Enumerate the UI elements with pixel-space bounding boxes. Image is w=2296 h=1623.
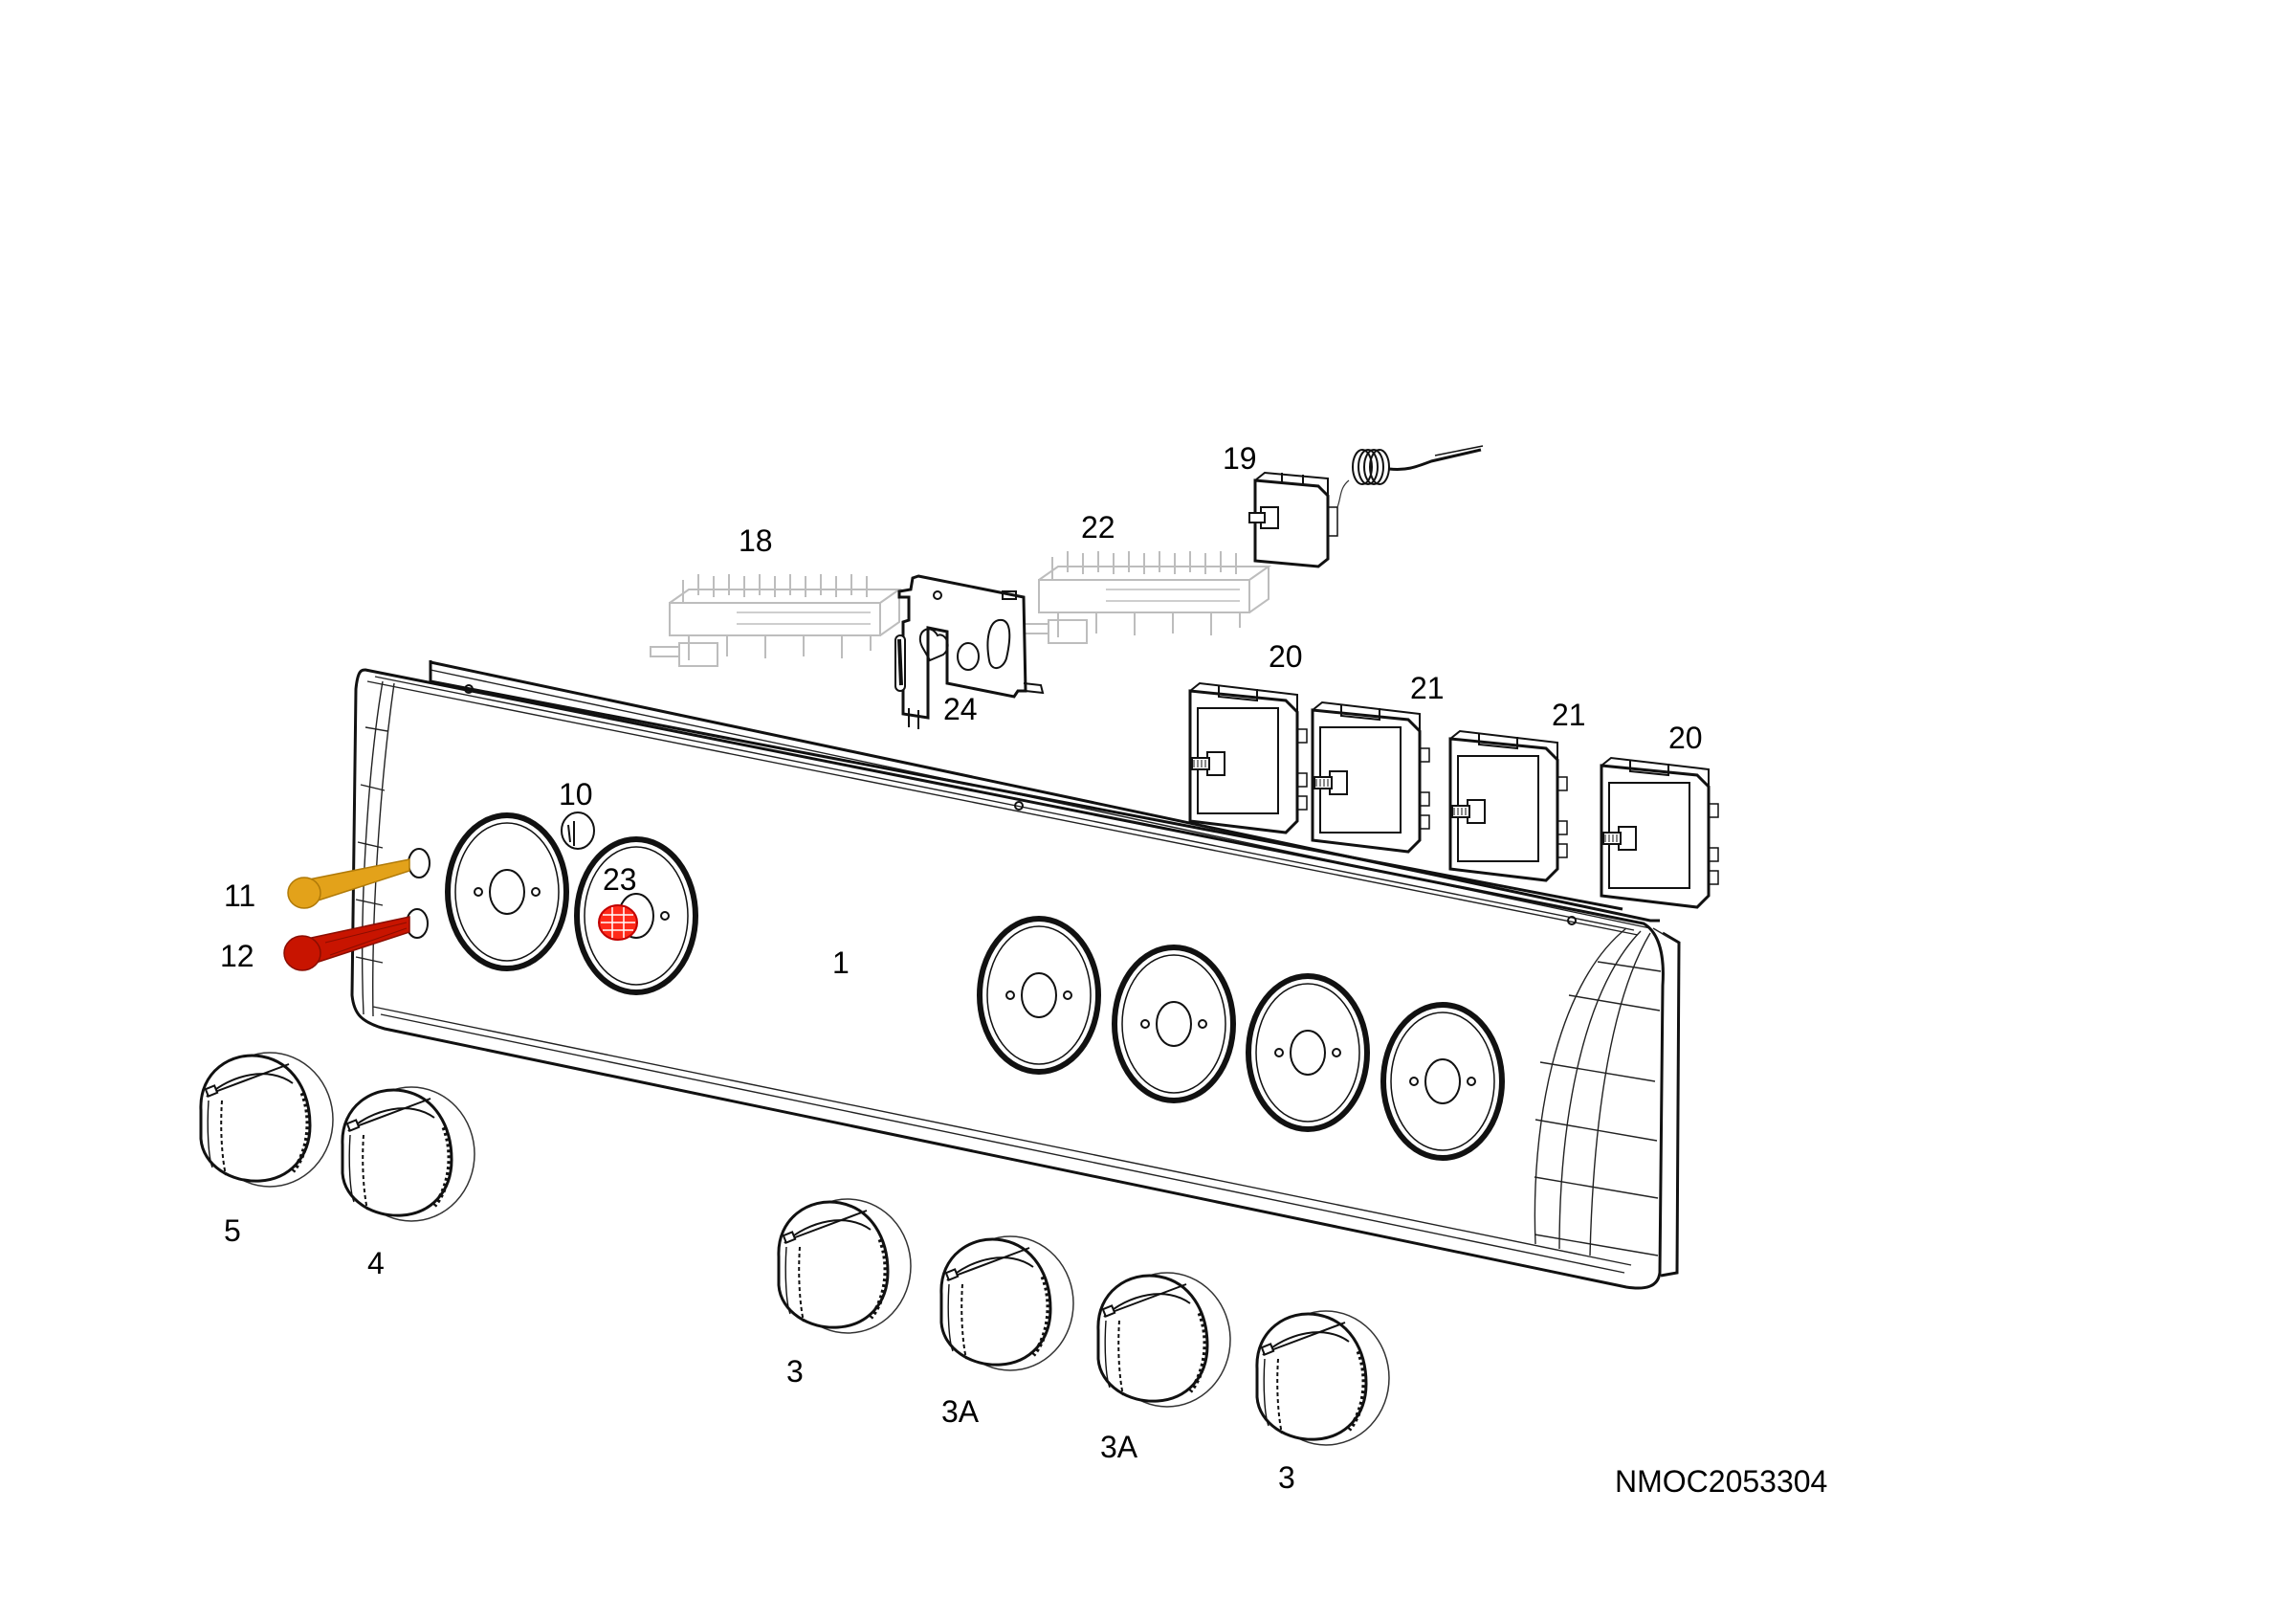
control-hole-right-2 [1115,947,1233,1101]
label-part-3A-left: 3A [941,1394,980,1429]
control-hole-right-3 [1248,976,1367,1129]
panel-right-mesh [1534,927,1662,1256]
label-part-21-right: 21 [1552,698,1586,732]
knob-part-3-right [1257,1311,1389,1445]
label-part-1: 1 [832,945,850,980]
label-part-5: 5 [224,1213,241,1248]
part-23-grommet [598,904,638,941]
label-part-24: 24 [943,692,978,726]
part-19-thermostat [1248,445,1484,568]
switch-part-22 [1019,550,1269,644]
label-part-22: 22 [1081,510,1115,545]
label-part-18: 18 [739,523,773,558]
lamp-hole-upper [408,848,430,878]
knob-part-4 [342,1087,475,1221]
knob-part-3A-right [1098,1273,1230,1407]
label-part-4: 4 [367,1246,385,1280]
switch-part-18 [650,573,900,667]
label-part-21-left: 21 [1410,671,1445,705]
control-hole-right-4 [1383,1005,1502,1158]
switch-part-20-right [1600,756,1720,909]
part-10-indicator [561,812,595,850]
diagram-reference-code: NMOC2053304 [1615,1464,1827,1499]
panel-left-mesh [355,680,395,1017]
part-11-indicator-lamp [287,858,410,909]
label-part-10: 10 [559,777,593,812]
knob-part-3A-left [941,1236,1073,1370]
control-hole-left-1 [448,815,566,968]
part-12-indicator-lamp [283,916,410,971]
label-part-19: 19 [1223,441,1257,476]
control-panel [350,660,1681,1290]
thermostat-coil [1352,449,1390,485]
switch-part-21-right [1448,729,1569,882]
label-part-3A-right: 3A [1100,1430,1138,1464]
label-part-3-right: 3 [1278,1460,1295,1495]
label-part-12: 12 [220,939,254,973]
label-part-23: 23 [603,862,637,897]
knob-part-3-left [779,1199,911,1333]
switch-part-20-left [1188,681,1309,834]
label-part-3-left: 3 [786,1354,804,1389]
label-part-20-left: 20 [1269,639,1303,674]
label-part-11: 11 [224,878,255,913]
part-24-bracket [894,574,1045,729]
control-hole-right-1 [980,919,1098,1072]
switch-part-21-left [1311,700,1431,854]
knob-part-5 [201,1053,333,1187]
label-part-20-right: 20 [1668,721,1703,755]
